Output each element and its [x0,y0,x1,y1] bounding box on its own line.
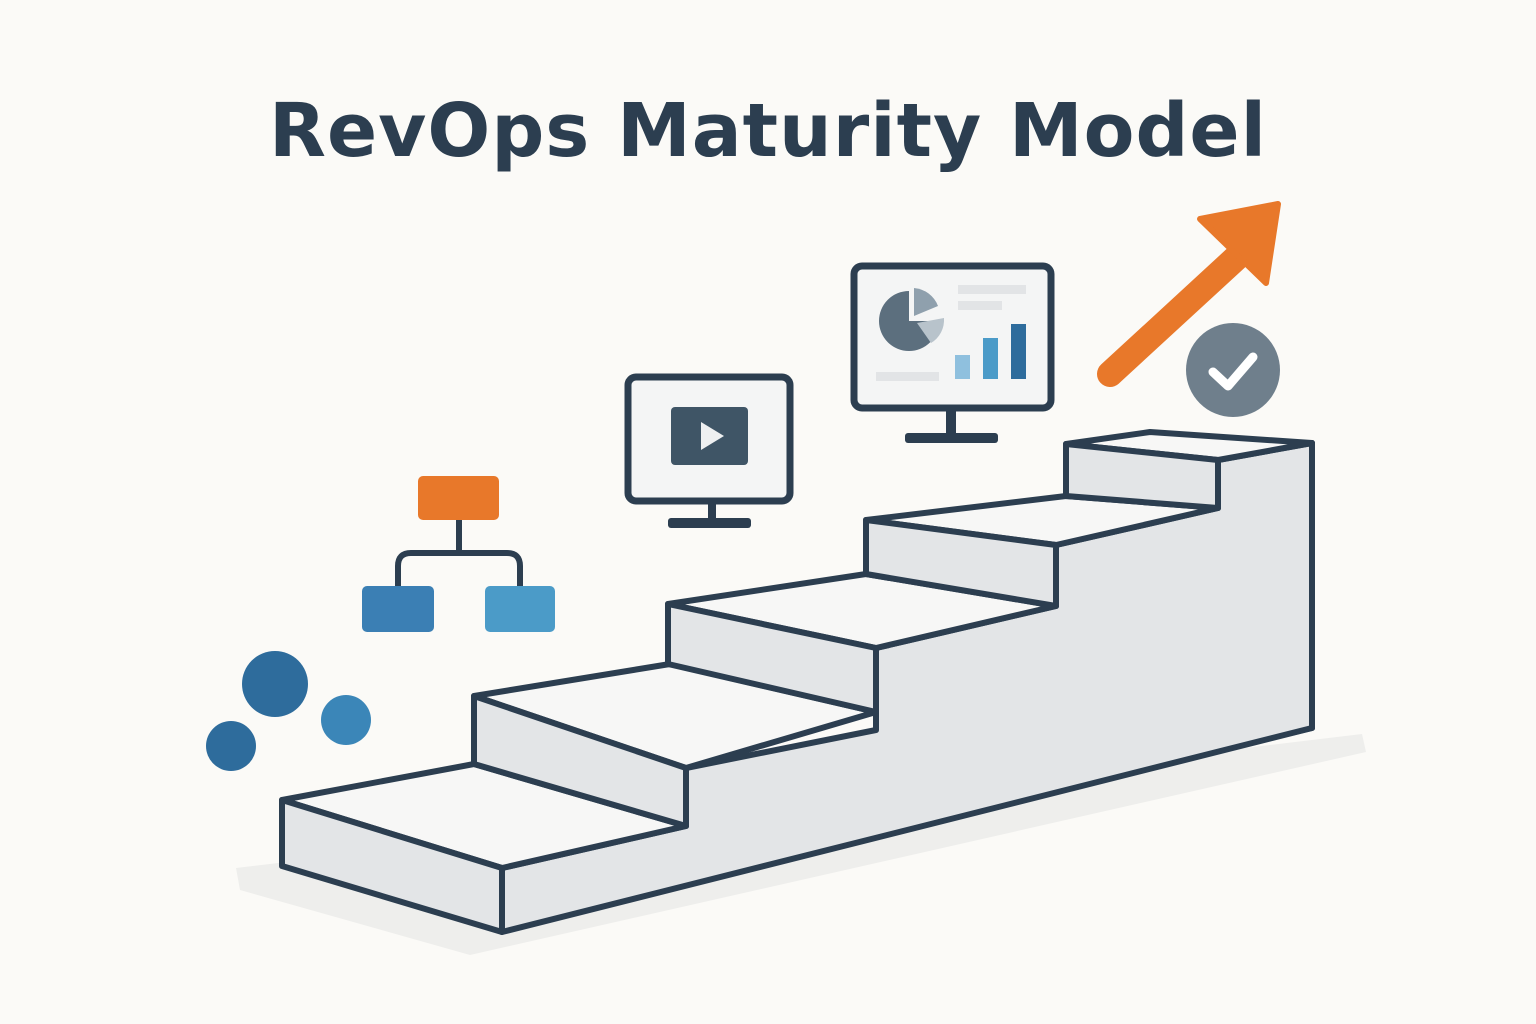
step-4-front [863,517,1059,609]
step-5-front [1063,441,1221,511]
pie-chart-icon [879,288,945,351]
org-chart-icon [362,476,555,632]
checkmark-circle-icon [1186,323,1280,417]
dots-cluster-icon [206,651,371,771]
page-title: RevOps Maturity Model [269,88,1267,174]
step-3-front [665,601,879,715]
step-2-front [471,693,689,829]
staircase [279,429,1315,935]
monitor-dashboard-icon [850,262,1055,443]
step-1-front [279,797,505,935]
growth-arrow-icon [1097,201,1281,387]
monitor-video-icon [624,373,794,528]
play-icon [701,422,724,450]
bar-chart-icon [955,324,1026,379]
